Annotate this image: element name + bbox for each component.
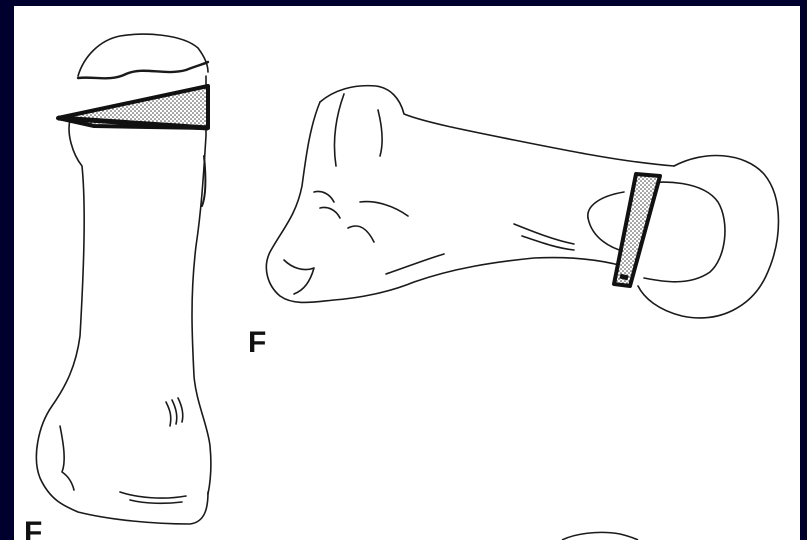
left-bone-condyle-notch [60, 426, 74, 490]
left-bone-marks-1 [166, 402, 171, 426]
left-bone-base-lines-2 [130, 500, 182, 503]
right-bone-horizontal [266, 86, 778, 318]
right-bone-detail-4 [348, 226, 374, 242]
right-bone-distal-end [320, 86, 674, 166]
right-bone-detail-6 [514, 224, 574, 244]
partial-shape-bottom [562, 532, 638, 540]
right-bone-distal-ridge-2 [378, 110, 382, 156]
figure-label-upper: F [248, 328, 266, 358]
right-bone-band [614, 174, 660, 286]
right-bone-detail-5 [386, 254, 444, 274]
right-bone-detail-3 [360, 202, 408, 216]
right-bone-head-rim [588, 192, 624, 218]
right-bone-detail-1 [314, 191, 334, 202]
illustration-panel: F F [14, 6, 800, 540]
figure-label-lower: F [24, 518, 42, 540]
right-bone-distal-outline [266, 102, 630, 303]
right-bone-distal-ridge-1 [334, 94, 344, 166]
left-bone-right-edge [192, 76, 211, 494]
left-bone-marks-3 [178, 398, 183, 422]
left-bone-wedge [58, 86, 208, 128]
bone-osteotomy-drawing [14, 6, 800, 540]
left-bone-head-line [78, 62, 208, 78]
right-bone-detail-2 [320, 207, 340, 218]
left-bone-left-edge [36, 114, 208, 524]
right-bone-distal-notch [284, 260, 314, 294]
left-bone-base-lines [120, 492, 186, 498]
left-bone-marks-2 [172, 400, 177, 424]
